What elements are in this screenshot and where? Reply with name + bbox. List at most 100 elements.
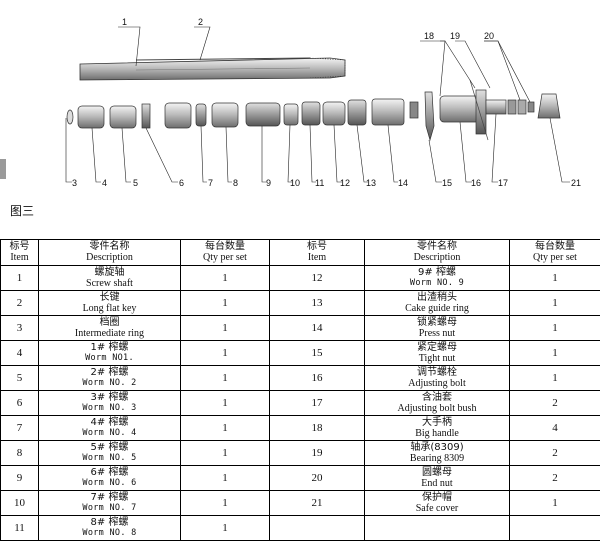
qty-per-set: 1 <box>509 315 600 341</box>
item-number: 12 <box>269 265 365 291</box>
part-name-en: Worm NO. 9 <box>409 277 465 288</box>
qty-per-set: 1 <box>180 515 270 541</box>
part-name-zh: 2# 榨螺 <box>90 366 129 378</box>
item-number: 3 <box>0 315 39 341</box>
qty-per-set: 1 <box>180 490 270 516</box>
part-name-zh: 大手柄 <box>422 416 452 428</box>
part-name-zh: 锁紧螺母 <box>417 316 457 328</box>
page-margin-mark <box>0 159 6 179</box>
callout-3: 3 <box>72 178 77 188</box>
qty-per-set: 1 <box>180 315 270 341</box>
part-name-zh: 5# 榨螺 <box>90 441 129 453</box>
part-name-en: Worm NO. 8 <box>82 527 137 538</box>
qty-per-set: 1 <box>180 365 270 391</box>
part-name-en: Worm NO. 3 <box>82 402 137 413</box>
part-name-en: Cake guide ring <box>405 302 469 314</box>
callout-4: 4 <box>102 178 107 188</box>
exploded-parts-diagram: 1 2 3 4 5 6 7 8 9 10 11 12 13 14 15 16 1… <box>65 17 581 188</box>
callout-17: 17 <box>498 178 508 188</box>
qty-per-set: 1 <box>180 390 270 416</box>
part-name-zh: 7# 榨螺 <box>90 491 129 503</box>
part-name-zh: 4# 榨螺 <box>90 416 129 428</box>
part-name-zh: 长键 <box>99 291 120 303</box>
part-name-en: Adjusting bolt <box>408 377 466 389</box>
callout-10: 10 <box>290 178 300 188</box>
callout-1: 1 <box>122 17 127 27</box>
qty-per-set: 1 <box>509 290 600 316</box>
item-number: 4 <box>0 340 39 366</box>
callout-18: 18 <box>424 31 434 41</box>
qty-per-set: 1 <box>509 340 600 366</box>
part-name-zh: 紧定螺母 <box>417 341 457 353</box>
part-name-en: Worm NO. 4 <box>82 427 137 438</box>
figure-label: 图三 <box>10 204 35 218</box>
callout-7: 7 <box>208 178 213 188</box>
callout-19: 19 <box>450 31 460 41</box>
part-name-en: Safe cover <box>415 502 459 514</box>
part-description: 轴承(8309)Bearing 8309 <box>364 440 510 466</box>
qty-per-set: 1 <box>509 265 600 291</box>
item-number: 6 <box>0 390 39 416</box>
qty-per-set: 2 <box>509 390 600 416</box>
qty-per-set: 2 <box>509 440 600 466</box>
callout-16: 16 <box>471 178 481 188</box>
qty-per-set: 1 <box>180 415 270 441</box>
part-name-en: Worm NO1. <box>85 352 134 363</box>
item-number: 5 <box>0 365 39 391</box>
qty-per-set: 1 <box>180 465 270 491</box>
callout-5: 5 <box>133 178 138 188</box>
qty-per-set: 1 <box>509 490 600 516</box>
part-name-zh: 螺旋轴 <box>94 266 125 278</box>
callout-11: 11 <box>315 178 324 188</box>
item-number: 10 <box>0 490 39 516</box>
empty-cell <box>269 515 365 541</box>
item-number: 8 <box>0 440 39 466</box>
callout-9: 9 <box>266 178 271 188</box>
callout-12: 12 <box>340 178 350 188</box>
item-number: 15 <box>269 340 365 366</box>
part-name-zh: 轴承(8309) <box>410 441 464 453</box>
part-name-zh: 1# 榨螺 <box>90 341 129 353</box>
qty-per-set: 1 <box>180 340 270 366</box>
part-name-en: Screw shaft <box>86 277 133 289</box>
part-name-zh: 3# 榨螺 <box>90 391 129 403</box>
callout-21: 21 <box>571 178 581 188</box>
worm-parts-row <box>66 98 405 129</box>
callout-6: 6 <box>179 178 184 188</box>
qty-per-set: 1 <box>180 290 270 316</box>
item-number: 9 <box>0 465 39 491</box>
item-number: 21 <box>269 490 365 516</box>
screw-shaft-part <box>79 57 346 81</box>
part-name-en: Adjusting bolt bush <box>397 402 477 414</box>
part-name-en: Worm NO. 7 <box>82 502 137 513</box>
part-name-en: Press nut <box>418 327 456 339</box>
item-number: 14 <box>269 315 365 341</box>
